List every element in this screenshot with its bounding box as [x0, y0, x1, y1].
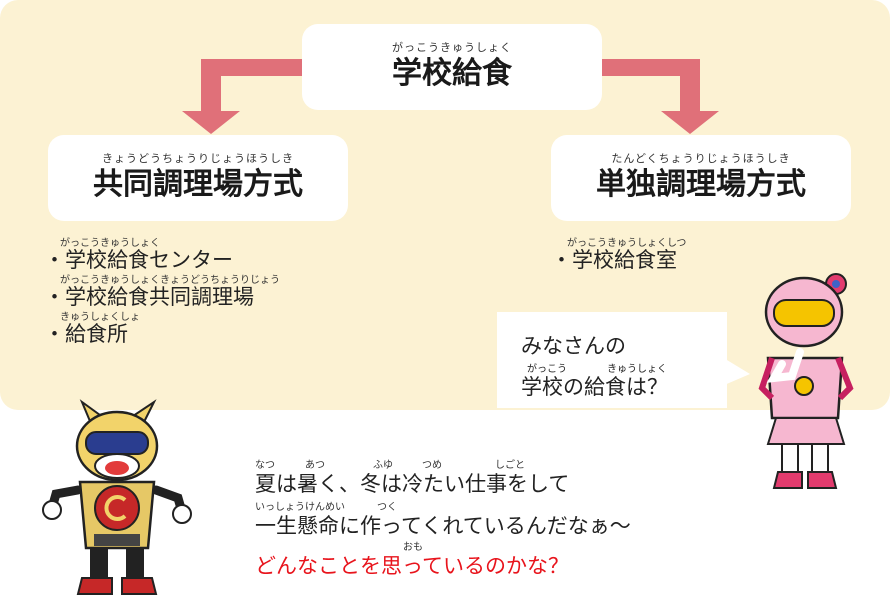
speech-ruby: つく	[377, 502, 397, 513]
speech-line-2: 一生懸命に作ってくれているんだなぁ～	[255, 514, 631, 538]
title-label: 学校給食	[392, 56, 512, 91]
school-lunch-title-box: がっこうきゅうしょく 学校給食	[302, 24, 602, 110]
speech-ruby: ふゆ	[373, 460, 393, 471]
list-item-label: ・学校給食室	[551, 248, 677, 272]
speech-line-1: 夏は暑く、冬は冷たい仕事をして	[255, 472, 570, 496]
joint-kitchen-ruby: きょうどうちょうりじょうほうしき	[102, 152, 294, 165]
speech-line-3: どんなことを思っているのかな？	[255, 554, 569, 578]
list-item-ruby: がっこうきゅうしょくしつ	[567, 238, 687, 249]
list-item-ruby: がっこうきゅうしょく	[60, 238, 160, 249]
joint-kitchen-title: 共同調理場方式	[93, 167, 303, 202]
list-item-label: ・給食所	[44, 322, 128, 346]
speech-ruby: あつ	[305, 460, 325, 471]
joint-kitchen-box: きょうどうちょうりじょうほうしき 共同調理場方式	[48, 135, 348, 221]
single-kitchen-title: 単独調理場方式	[596, 167, 806, 202]
single-kitchen-box: たんどくちょうりじょうほうしき 単独調理場方式	[551, 135, 851, 221]
list-item-label: ・学校給食共同調理場	[44, 285, 254, 309]
bubble-tail	[722, 357, 750, 386]
list-item-ruby: がっこうきゅうしょくきょうどうちょうりじょう	[60, 275, 280, 286]
single-kitchen-ruby: たんどくちょうりじょうほうしき	[611, 152, 791, 165]
list-item-ruby: きゅうしょくしょ	[60, 312, 140, 323]
question-bubble: みなさんの がっこう きゅうしょく 学校の給食は？	[497, 312, 727, 408]
speech-ruby: いっしょうけんめい	[255, 502, 345, 513]
title-ruby: がっこうきゅうしょく	[392, 41, 512, 54]
list-item-label: ・学校給食センター	[44, 248, 233, 272]
speech-ruby: つめ	[422, 460, 442, 471]
speech-ruby: なつ	[255, 460, 275, 471]
bubble-line-2: 学校の給食は？	[521, 375, 668, 399]
speech-ruby: しごと	[495, 460, 525, 471]
bubble-ruby: がっこう きゅうしょく	[527, 364, 667, 375]
bubble-line-1: みなさんの	[521, 334, 626, 358]
yellow-hero-character	[42, 399, 192, 595]
speech-ruby: おも	[403, 542, 423, 553]
pink-hero-character	[758, 273, 854, 489]
